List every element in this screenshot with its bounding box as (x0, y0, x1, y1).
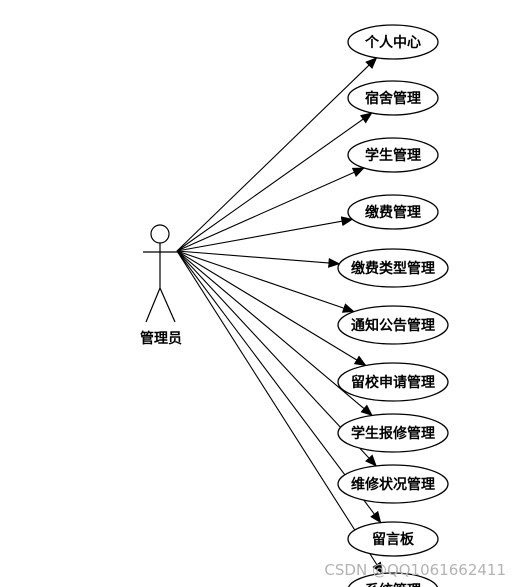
uc-fee-type-management-ellipse (337, 248, 449, 288)
uc-message-board-ellipse (347, 521, 439, 557)
uc-repair-report-management-label: 学生报修管理 (351, 425, 435, 442)
actor-right-leg (159, 287, 176, 323)
association-arrow-uc-stay-application-management (176, 250, 367, 367)
uc-repair-report-management-ellipse (337, 413, 449, 453)
uc-notice-management-ellipse (337, 305, 449, 345)
uc-personal-center-ellipse (347, 24, 439, 60)
uc-notice-management: 通知公告管理 (337, 305, 449, 345)
uc-dorm-management-ellipse (347, 80, 439, 116)
uc-message-board: 留言板 (347, 521, 439, 557)
uc-student-management: 学生管理 (347, 137, 439, 173)
uc-stay-application-management-ellipse (337, 362, 449, 402)
association-arrow-uc-dorm-management (176, 112, 373, 252)
uc-stay-application-management-label: 留校申请管理 (351, 374, 435, 391)
uc-student-management-ellipse (347, 137, 439, 173)
uc-personal-center: 个人中心 (347, 24, 439, 60)
uc-repair-report-management: 学生报修管理 (337, 413, 449, 453)
watermark-text: CSDN @QQ1061662411 (324, 561, 506, 579)
uc-fee-management: 缴费管理 (347, 194, 439, 230)
uc-repair-status-management: 维修状况管理 (337, 464, 449, 504)
uc-notice-management-label: 通知公告管理 (351, 317, 435, 334)
actor-administrator: 管理员 (140, 224, 182, 347)
uc-fee-management-ellipse (347, 194, 439, 230)
uc-stay-application-management: 留校申请管理 (337, 362, 449, 402)
association-arrow-uc-student-management (176, 167, 365, 252)
use-case-group: 个人中心宿舍管理学生管理缴费管理缴费类型管理通知公告管理留校申请管理学生报修管理… (337, 24, 449, 587)
uc-personal-center-label: 个人中心 (364, 34, 421, 51)
uc-system-management-label: 系统管理 (365, 582, 421, 587)
uc-fee-type-management-label: 缴费类型管理 (351, 260, 435, 277)
association-arrow-uc-notice-management (176, 250, 355, 313)
uc-student-management-label: 学生管理 (365, 147, 421, 164)
uc-system-management: 系统管理 (348, 572, 438, 587)
actor-left-leg (145, 287, 161, 323)
association-arrow-uc-fee-type-management (176, 250, 341, 268)
uc-fee-type-management: 缴费类型管理 (337, 248, 449, 288)
association-arrow-uc-system-management (176, 250, 384, 575)
uc-system-management-ellipse (348, 572, 438, 587)
uc-dorm-management: 宿舍管理 (347, 80, 439, 116)
uc-repair-status-management-label: 维修状况管理 (351, 476, 435, 493)
association-arrow-uc-fee-management (176, 216, 354, 252)
uc-repair-status-management-ellipse (337, 464, 449, 504)
association-arrow-uc-repair-report-management (176, 250, 373, 417)
uc-dorm-management-label: 宿舍管理 (365, 90, 421, 107)
uc-message-board-label: 留言板 (372, 531, 415, 548)
actor-head (150, 224, 170, 244)
association-arrow-uc-personal-center (176, 57, 378, 252)
actor-label: 管理员 (140, 330, 182, 347)
uc-fee-management-label: 缴费管理 (365, 204, 421, 221)
